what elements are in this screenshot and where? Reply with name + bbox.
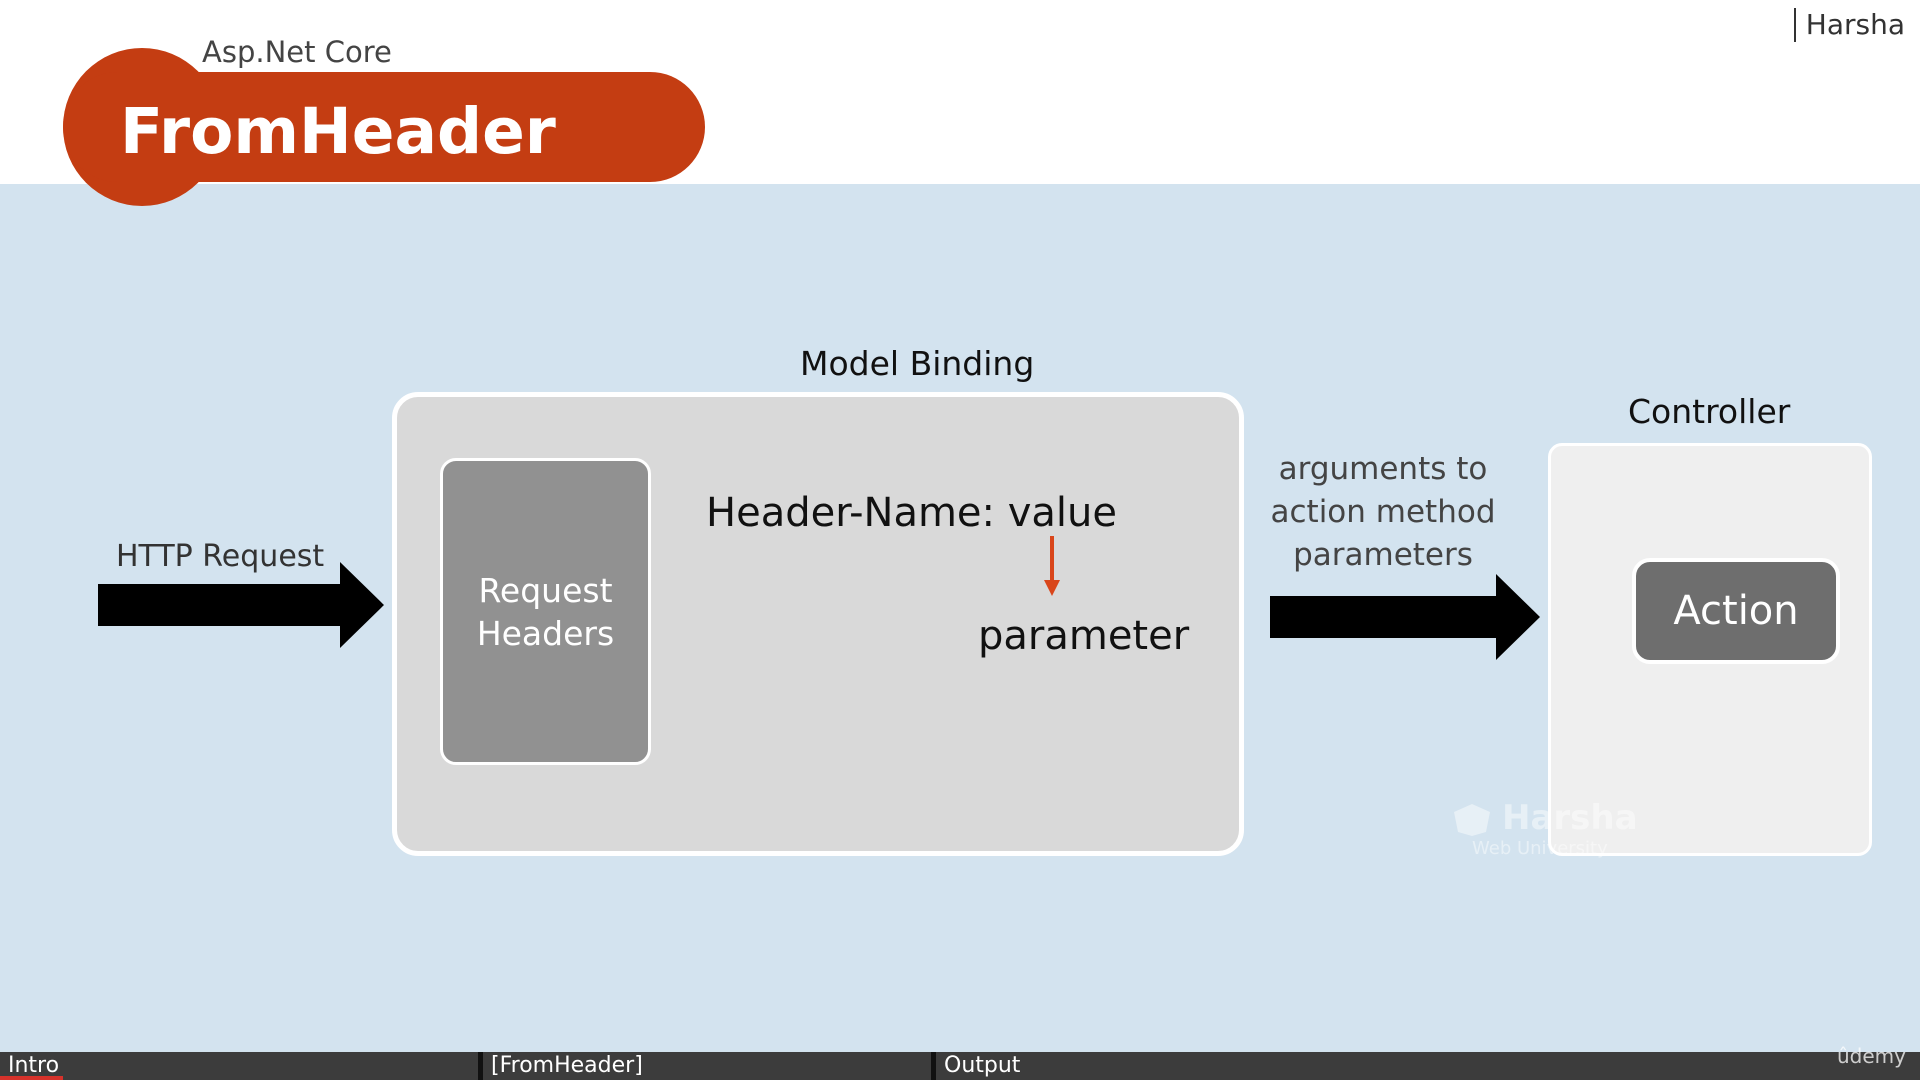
request-headers-box: Request Headers	[440, 458, 651, 765]
watermark-name: Harsha	[1502, 798, 1638, 838]
arguments-line2: action method	[1270, 494, 1496, 530]
chapter-divider	[478, 1052, 483, 1080]
watermark: Harsha Web University	[1452, 798, 1638, 860]
shield-logo-icon	[1454, 804, 1490, 836]
title-badge-pill	[63, 72, 705, 182]
chapter-intro[interactable]: Intro	[0, 1052, 478, 1080]
chapter-output[interactable]: Output	[936, 1052, 1920, 1080]
model-binding-label: Model Binding	[800, 344, 1035, 383]
chapter-label: Intro	[8, 1053, 60, 1078]
arguments-text: arguments to action method parameters	[1262, 448, 1504, 577]
parameter-text: parameter	[978, 613, 1190, 659]
arguments-line1: arguments to	[1278, 451, 1488, 487]
slide-subtitle: Asp.Net Core	[202, 35, 392, 69]
chapter-divider	[931, 1052, 936, 1080]
video-chapter-bar[interactable]: Intro [FromHeader] Output	[0, 1052, 1920, 1080]
http-request-label: HTTP Request	[116, 539, 325, 574]
chapter-fromheader[interactable]: [FromHeader]	[483, 1052, 931, 1080]
controller-label: Controller	[1628, 392, 1791, 431]
arguments-arrow-icon	[1270, 574, 1540, 660]
request-headers-line2: Headers	[476, 613, 615, 653]
request-headers-line1: Request	[478, 570, 613, 610]
chapter-label: Output	[944, 1053, 1021, 1078]
http-request-arrow-icon	[98, 562, 384, 648]
udemy-logo: ûdemy	[1837, 1044, 1906, 1068]
slide-title: FromHeader	[120, 95, 556, 168]
progress-fill	[0, 1076, 64, 1080]
header-name-value-text: Header-Name: value	[706, 490, 1117, 536]
watermark-subtitle: Web University	[1472, 838, 1608, 859]
action-button[interactable]: Action	[1632, 558, 1840, 664]
down-arrow-icon	[1044, 536, 1060, 596]
chapter-label: [FromHeader]	[491, 1053, 643, 1078]
title-badge	[63, 48, 705, 206]
brand-label: Harsha	[1793, 8, 1905, 42]
arguments-line3: parameters	[1293, 537, 1473, 573]
